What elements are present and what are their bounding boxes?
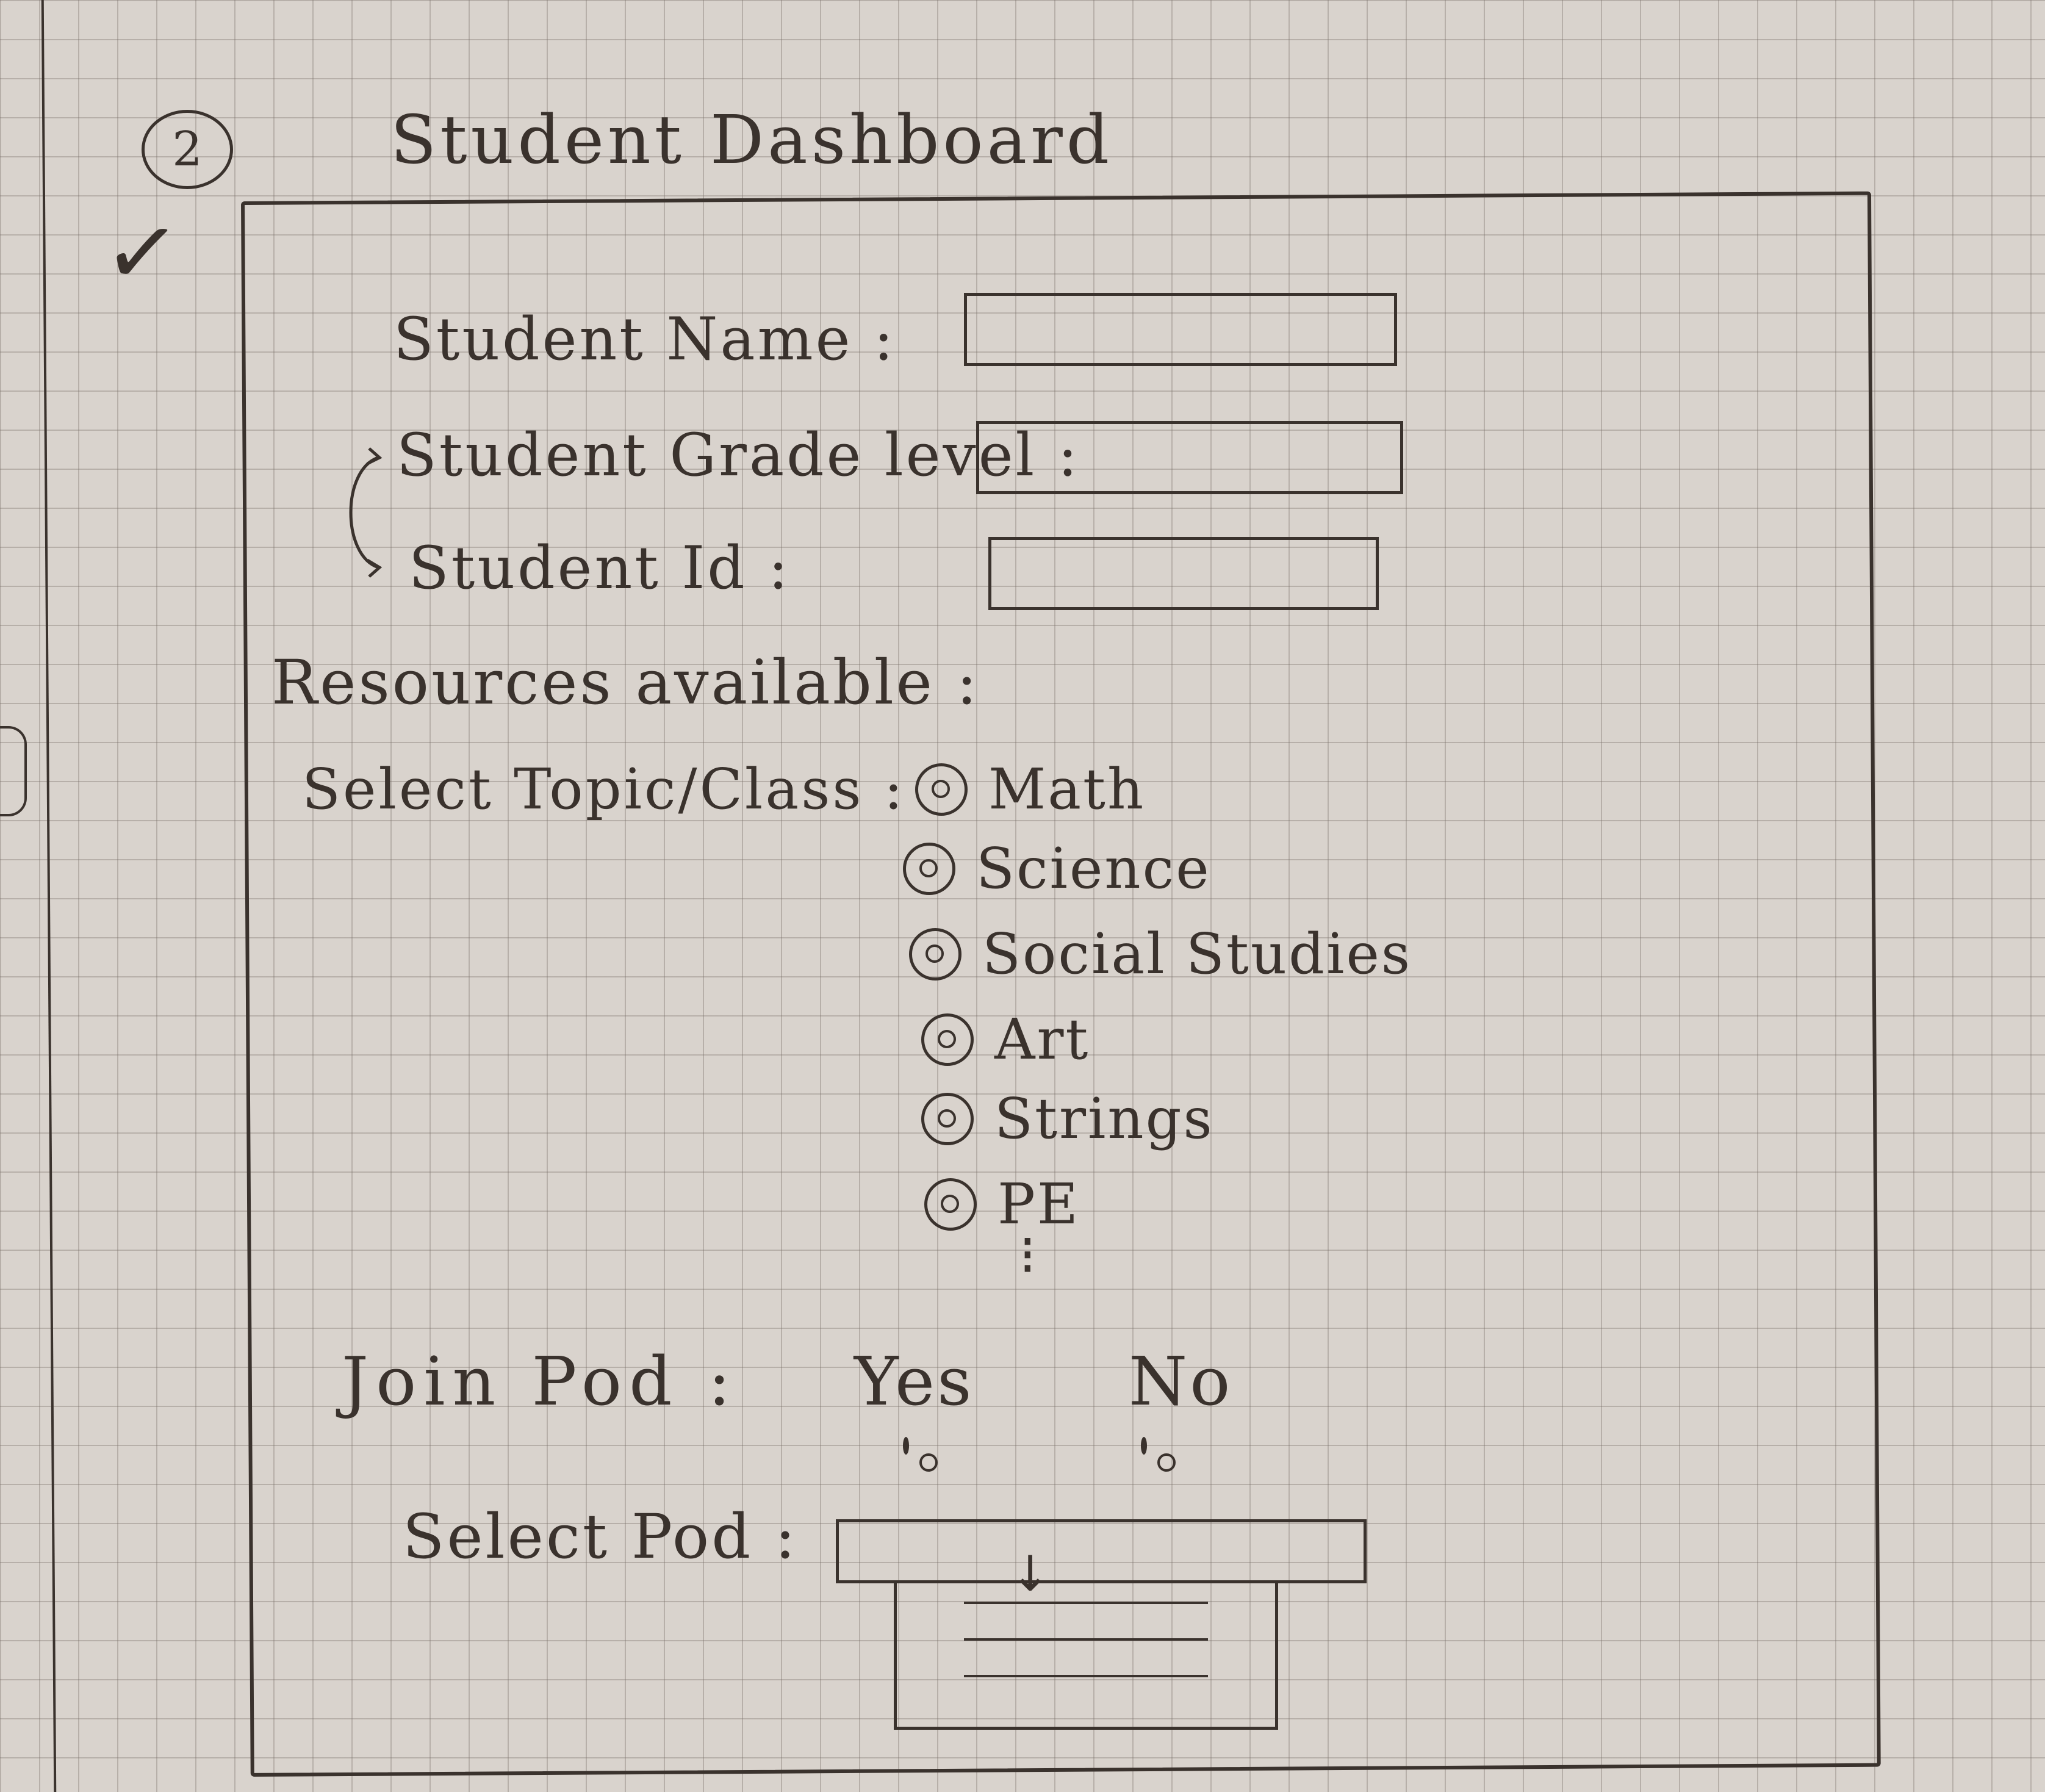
student-id-input[interactable] bbox=[988, 537, 1379, 610]
student-name-label: Student Name : bbox=[394, 305, 896, 373]
topic-option-label: Science bbox=[976, 836, 1211, 901]
topic-option-strings[interactable]: Strings bbox=[921, 1086, 1214, 1151]
student-name-input[interactable] bbox=[964, 293, 1397, 366]
down-arrow-icon[interactable]: ↓ bbox=[1010, 1546, 1051, 1602]
dropdown-option-line[interactable] bbox=[964, 1675, 1208, 1677]
topic-option-math[interactable]: Math bbox=[915, 757, 1145, 822]
join-pod-no-radio[interactable] bbox=[1141, 1437, 1147, 1455]
topic-option-science[interactable]: Science bbox=[903, 836, 1211, 901]
page-title: Student Dashboard bbox=[390, 101, 1113, 179]
select-pod-label: Select Pod : bbox=[403, 1501, 798, 1572]
dropdown-option-line[interactable] bbox=[964, 1638, 1208, 1641]
margin-bracket bbox=[0, 726, 27, 816]
topic-option-label: Social Studies bbox=[982, 921, 1412, 987]
topic-option-label: Art bbox=[994, 1007, 1090, 1072]
topic-option-pe[interactable]: PE bbox=[924, 1171, 1080, 1237]
radio-circle-icon[interactable] bbox=[909, 927, 961, 981]
topic-option-label: Math bbox=[988, 757, 1146, 822]
student-id-label: Student Id : bbox=[409, 534, 791, 602]
topic-option-label: Strings bbox=[994, 1086, 1214, 1151]
join-pod-no-label: No bbox=[1129, 1342, 1233, 1420]
resources-available-heading: Resources available : bbox=[271, 647, 980, 718]
select-pod-dropdown[interactable] bbox=[836, 1519, 1367, 1583]
select-topic-label: Select Topic/Class : bbox=[302, 757, 905, 822]
topic-option-social-studies[interactable]: Social Studies bbox=[909, 921, 1412, 987]
topic-option-label: PE bbox=[997, 1171, 1080, 1237]
curved-arrow-icon bbox=[349, 447, 383, 578]
radio-circle-icon[interactable] bbox=[915, 763, 968, 816]
radio-circle-icon[interactable] bbox=[924, 1178, 977, 1231]
student-grade-level-label: Student Grade level : bbox=[397, 421, 1080, 489]
join-pod-yes-radio[interactable] bbox=[903, 1437, 909, 1455]
radio-circle-icon[interactable] bbox=[921, 1013, 974, 1066]
step-number-badge: 2 bbox=[142, 110, 233, 189]
topic-option-art[interactable]: Art bbox=[921, 1007, 1090, 1072]
more-topics-ellipsis: ⁝ bbox=[1019, 1223, 1037, 1287]
pod-dropdown-list[interactable] bbox=[894, 1580, 1278, 1730]
dropdown-option-line[interactable] bbox=[964, 1602, 1208, 1604]
student-grade-level-input[interactable] bbox=[976, 421, 1403, 494]
radio-circle-icon[interactable] bbox=[903, 842, 955, 895]
join-pod-label: Join Pod : bbox=[342, 1342, 738, 1420]
radio-circle-icon[interactable] bbox=[921, 1092, 974, 1145]
join-pod-yes-label: Yes bbox=[854, 1342, 974, 1420]
checkmark-icon: ✓ bbox=[98, 196, 186, 311]
margin-line bbox=[41, 0, 57, 1792]
